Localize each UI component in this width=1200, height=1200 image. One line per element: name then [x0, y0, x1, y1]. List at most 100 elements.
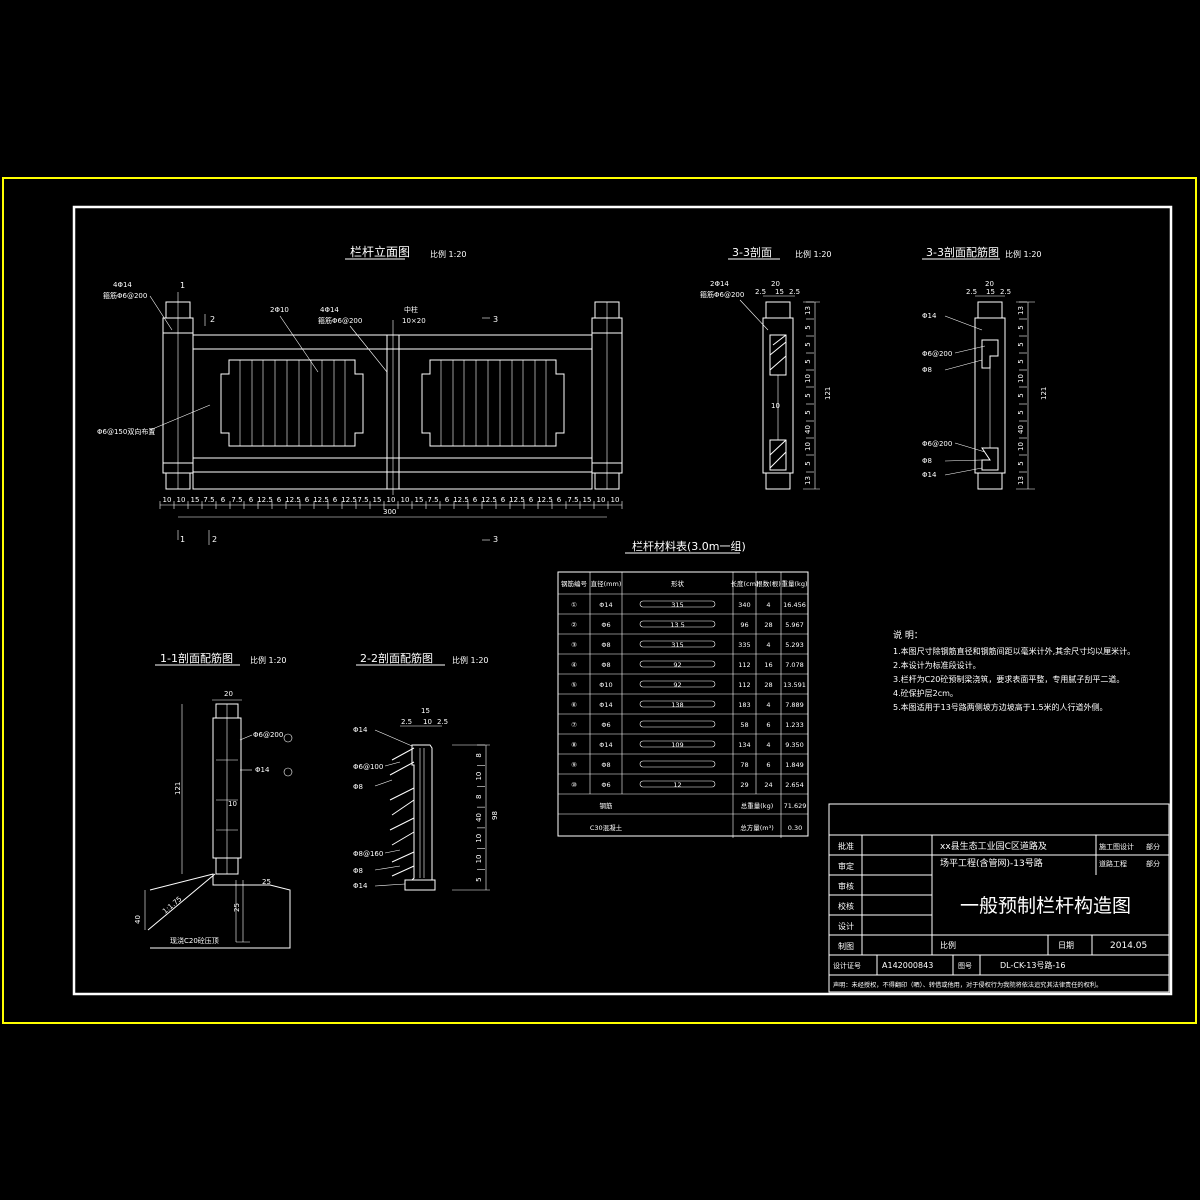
- table-cell: 92: [673, 661, 681, 669]
- elev-dim-label: 10: [387, 496, 396, 504]
- side-dim-label: 13: [804, 306, 812, 315]
- table-title: 栏杆材料表(3.0m一组): [632, 539, 746, 553]
- note-2: 2.本设计为标准段设计。: [893, 660, 981, 670]
- table-cell: 24: [764, 781, 772, 789]
- inner-border: [72, 205, 1173, 996]
- side-dim-label: 5: [475, 877, 483, 881]
- table-cell: 138: [671, 701, 683, 709]
- table-cell: 78: [740, 761, 748, 769]
- side-dim-label: 5: [1017, 461, 1025, 465]
- table-header: 直径(mm): [591, 579, 622, 588]
- elev-label-rebar-top: 4Φ14: [113, 281, 132, 289]
- svg-text:2.5: 2.5: [437, 718, 448, 726]
- tb-role-review: 审核: [838, 881, 854, 891]
- tb-drawing-no: DL-CK-13号路-16: [1000, 960, 1066, 970]
- table-cell: ④: [571, 661, 577, 669]
- table-cell: 335: [738, 641, 750, 649]
- side-dim-label: 5: [804, 461, 812, 465]
- elev-dim-label: 15: [415, 496, 424, 504]
- table-cell: ⑩: [571, 781, 577, 789]
- table-cell: 1.849: [785, 761, 804, 769]
- elev-dim-label: 12.5: [341, 496, 357, 504]
- elev-dim-label: 6: [529, 496, 534, 504]
- elev-dim-label: 6: [333, 496, 338, 504]
- note-5: 5.本图适用于13号路两侧坡方边坡高于1.5米的人行道外侧。: [893, 702, 1108, 712]
- side-dim-label: 10: [475, 854, 483, 863]
- table-cell: 16.456: [783, 601, 806, 609]
- section-11: 1-1剖面配筋图 比例 1:20 20 10 Φ6@200 Φ14 121 25…: [134, 651, 293, 949]
- svg-text:2.5: 2.5: [966, 288, 977, 296]
- side-dim-label: 10: [475, 772, 483, 781]
- svg-text:10: 10: [228, 800, 237, 808]
- elev-dim-label: 10: [163, 496, 172, 504]
- svg-text:Φ14: Φ14: [255, 766, 270, 774]
- sec22-title: 2-2剖面配筋图: [360, 651, 433, 665]
- table-cell: 16: [764, 661, 772, 669]
- table-cell: 4: [766, 701, 770, 709]
- table-cell: 109: [671, 741, 683, 749]
- table-cell: Φ6: [601, 621, 610, 629]
- tb-category: 道路工程: [1099, 859, 1127, 868]
- table-cell: ⑧: [571, 741, 577, 749]
- table-cell: 5.293: [785, 641, 804, 649]
- table-cell: Φ6: [601, 781, 610, 789]
- svg-text:20: 20: [224, 690, 233, 698]
- svg-text:Φ8@160: Φ8@160: [353, 850, 383, 858]
- tb-part: 部分: [1146, 842, 1160, 851]
- side-dim-label: 8: [475, 753, 483, 757]
- elev-dim-label: 12.5: [481, 496, 497, 504]
- svg-text:121: 121: [824, 387, 832, 400]
- svg-text:10: 10: [423, 718, 432, 726]
- side-dim-label: 5: [804, 325, 812, 329]
- side-dim-label: 5: [1017, 393, 1025, 397]
- sec22-scale: 比例 1:20: [452, 655, 489, 665]
- table-foot: 71.629: [784, 802, 807, 810]
- svg-text:箍筋Φ6@200: 箍筋Φ6@200: [700, 290, 744, 299]
- section-33a: 3-3剖面 比例 1:20 20 2.5 15 2.5 2Φ14 箍筋Φ6@20…: [700, 245, 832, 490]
- svg-text:15: 15: [986, 288, 995, 296]
- svg-text:2.5: 2.5: [401, 718, 412, 726]
- table-cell: Φ8: [601, 761, 610, 769]
- elev-dim-label: 6: [249, 496, 254, 504]
- side-dim-label: 40: [804, 425, 812, 434]
- notes: 说 明： 1.本图尺寸除钢筋直径和钢筋间距以毫米计外,其余尺寸均以厘米计。 2.…: [893, 629, 1135, 712]
- table-cell: Φ6: [601, 721, 610, 729]
- svg-text:Φ14: Φ14: [353, 726, 368, 734]
- side-dim-label: 10: [804, 442, 812, 451]
- elev-dim-label: 12.5: [537, 496, 553, 504]
- table-cell: 5.967: [785, 621, 804, 629]
- tb-role-verify: 审定: [838, 861, 854, 871]
- tb-project-1: xx县生态工业园C区道路及: [940, 840, 1047, 852]
- section-33b: 3-3剖面配筋图 比例 1:20 20 2.5 15 2.5 Φ14 Φ6@20…: [922, 245, 1048, 490]
- sec-mark-1-top: 1: [180, 281, 185, 290]
- table-cell: 58: [740, 721, 748, 729]
- table-cell: 13.591: [783, 681, 806, 689]
- elev-dim-label: 6: [557, 496, 562, 504]
- table-cell: ⑦: [571, 721, 577, 729]
- drawing-title: 一般预制栏杆构造图: [960, 895, 1131, 917]
- svg-text:2.5: 2.5: [1000, 288, 1011, 296]
- svg-text:现浇C20砼压顶: 现浇C20砼压顶: [170, 936, 219, 945]
- table-cell: 6: [766, 721, 770, 729]
- elev-dim-label: 6: [445, 496, 450, 504]
- sec33a-title: 3-3剖面: [732, 245, 772, 259]
- notes-head: 说 明：: [893, 629, 923, 641]
- side-dim-label: 40: [475, 813, 483, 822]
- table-cell: 112: [738, 661, 750, 669]
- elev-dim-label: 12.5: [509, 496, 525, 504]
- svg-text:15: 15: [775, 288, 784, 296]
- side-dim-label: 5: [804, 359, 812, 363]
- svg-text:Φ8: Φ8: [353, 867, 363, 875]
- table-cell: 183: [738, 701, 750, 709]
- table-header: 形状: [671, 579, 685, 588]
- tb-no-label: 图号: [958, 962, 972, 970]
- tb-role-design: 设计: [838, 921, 854, 931]
- table-foot: 钢筋: [600, 801, 614, 810]
- tb-cert-label: 设计证号: [833, 961, 861, 970]
- side-dim-label: 10: [1017, 374, 1025, 383]
- side-dim-label: 10: [475, 834, 483, 843]
- title-block: 批准 审定 审核 校核 设计 制图 xx县生态工业园C区道路及 场平工程(含管网…: [828, 803, 1170, 993]
